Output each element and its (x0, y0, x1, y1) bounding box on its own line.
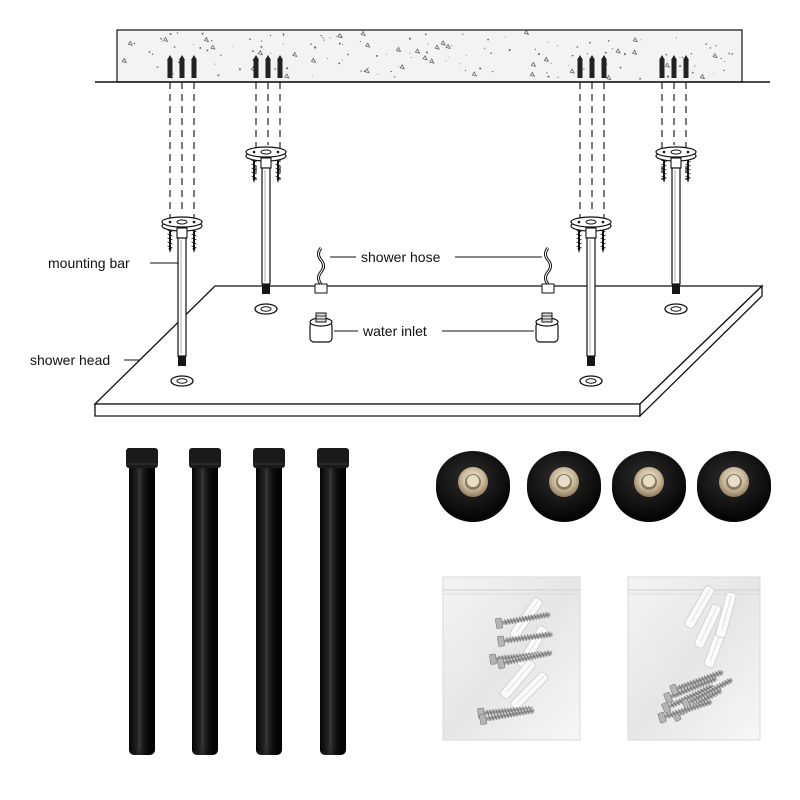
bar-cap (317, 448, 349, 468)
anchor (589, 60, 595, 78)
screw (479, 707, 535, 725)
anchor (167, 60, 173, 78)
panel-front-edge (94, 403, 641, 417)
rod-tube (671, 167, 681, 285)
flange (527, 451, 601, 522)
rod-tube (261, 167, 271, 285)
dashed-guides (169, 82, 687, 230)
anchor (277, 60, 283, 78)
anchor (179, 60, 185, 78)
black-bar (317, 448, 349, 755)
mounting-rods (161, 146, 697, 366)
hardware-bag-left (442, 576, 581, 741)
screw (669, 669, 724, 696)
anchor (577, 60, 583, 78)
black-bar (189, 448, 221, 755)
ceiling (95, 29, 770, 83)
bar-cap (126, 448, 158, 468)
shower-hose-right (541, 247, 555, 294)
mounting-rod (655, 146, 697, 294)
ceiling-flanges (436, 451, 771, 522)
shower-hose-left (314, 247, 328, 294)
ceiling-block (116, 29, 743, 83)
screw (496, 650, 553, 670)
wall-anchors (167, 55, 689, 78)
panel-side-edge (639, 284, 763, 418)
screw (663, 675, 718, 704)
anchor (265, 60, 271, 78)
water-inlet-right (535, 312, 559, 343)
flange (612, 451, 686, 522)
rod-end (587, 356, 595, 366)
rod-tube (586, 237, 596, 357)
label-water-inlet: water inlet (362, 323, 427, 339)
rod-end (178, 356, 186, 366)
black-bar (253, 448, 285, 755)
hardware-bag-right (627, 576, 761, 741)
anchor (191, 60, 197, 78)
concrete-texture (121, 29, 733, 81)
black-bar (126, 448, 158, 755)
wall-anchor (510, 671, 549, 710)
label-mounting-bar: mounting bar (48, 255, 130, 271)
panel-holes (170, 303, 688, 387)
screw (497, 631, 553, 647)
label-shower-hose: shower hose (361, 249, 441, 265)
screw (495, 611, 551, 629)
screws-and-anchors-left (477, 597, 553, 725)
black-mounting-bars (126, 448, 349, 755)
label-shower-head: shower head (30, 352, 110, 368)
anchor (601, 60, 607, 78)
anchor (683, 60, 689, 78)
anchor (671, 60, 677, 78)
anchor (253, 60, 259, 78)
screws-and-anchors-right (657, 585, 737, 724)
screw (661, 683, 715, 714)
mounting-rod (245, 146, 287, 294)
wall-anchor (499, 659, 536, 700)
callouts: mounting bar shower head shower hose wat… (30, 249, 542, 368)
bar-cap (253, 448, 285, 468)
flange (697, 451, 771, 522)
mounting-rod (161, 216, 203, 366)
shower-panel (93, 284, 764, 418)
wall-anchor (684, 585, 715, 629)
rod-end (262, 284, 270, 294)
water-inlet-left (309, 312, 333, 343)
rod-end (672, 284, 680, 294)
anchor (659, 60, 665, 78)
mounting-rod (570, 216, 612, 366)
rod-tube (177, 237, 187, 357)
flange (436, 451, 510, 522)
bar-cap (189, 448, 221, 468)
screw (657, 699, 713, 724)
wall-anchor (693, 603, 722, 649)
wall-anchor (715, 591, 737, 639)
